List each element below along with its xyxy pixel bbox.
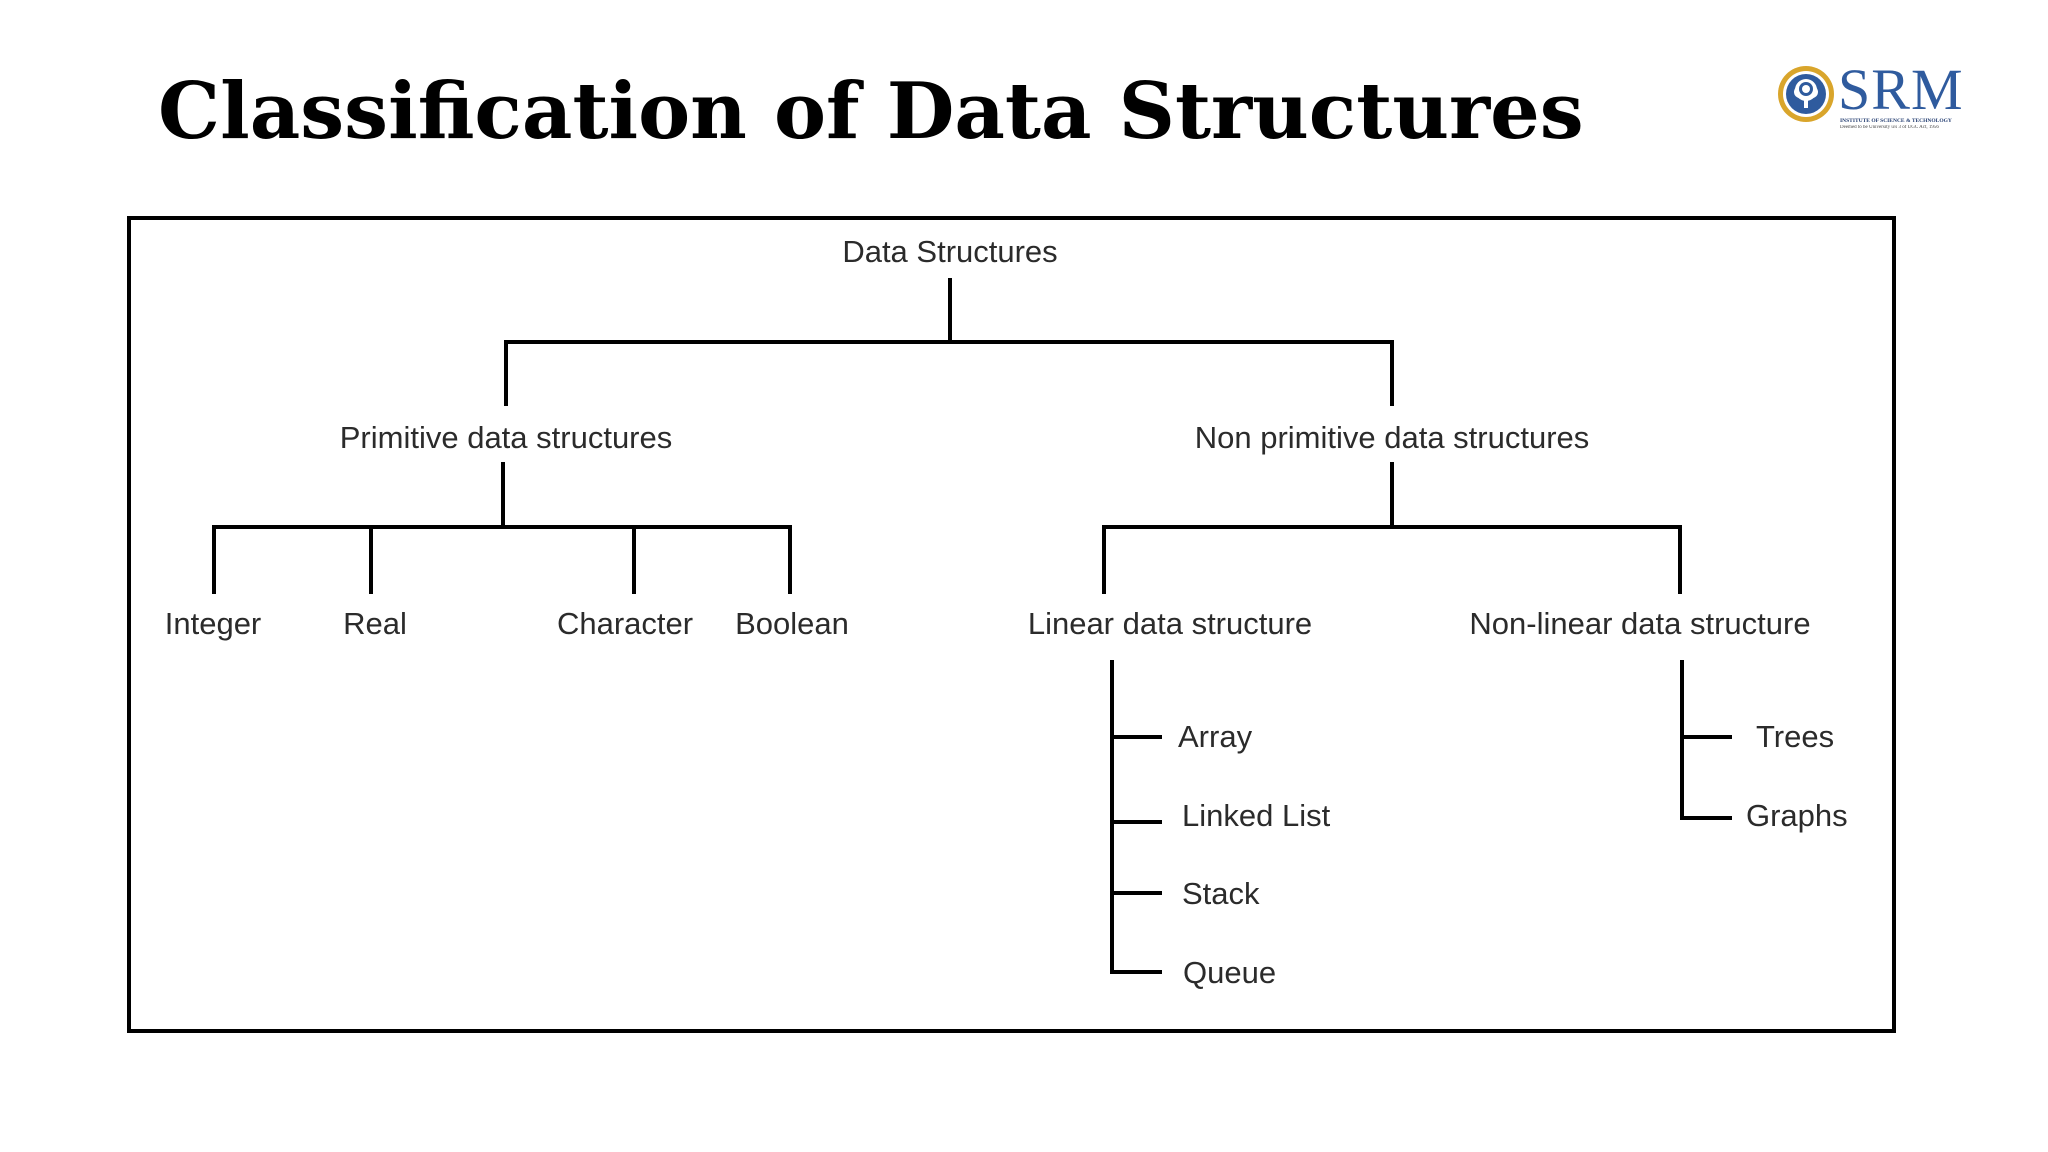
- node-primitive: Primitive data structures: [339, 420, 673, 455]
- node-graphs: Graphs: [1746, 798, 1848, 833]
- node-stack: Stack: [1182, 876, 1260, 911]
- node-real: Real: [343, 606, 407, 641]
- node-trees: Trees: [1756, 719, 1835, 754]
- node-non-primitive: Non primitive data structures: [1194, 420, 1590, 455]
- node-data-structures: Data Structures: [842, 234, 1058, 269]
- srm-logo: SRM INSTITUTE OF SCIENCE & TECHNOLOGY De…: [1776, 58, 1986, 134]
- node-character: Character: [556, 606, 694, 641]
- node-array: Array: [1178, 719, 1253, 754]
- node-queue: Queue: [1183, 955, 1277, 990]
- logo-tagline: Deemed to be University u/s 3 of UGC Act…: [1840, 125, 1939, 130]
- slide-title: Classification of Data Structures: [158, 66, 1584, 157]
- node-linked-list: Linked List: [1182, 798, 1331, 833]
- node-boolean: Boolean: [735, 606, 849, 641]
- logo-name: SRM: [1838, 57, 1964, 122]
- logo-subtitle: INSTITUTE OF SCIENCE & TECHNOLOGY: [1840, 118, 1952, 124]
- connector-linear-stem: [1110, 660, 1162, 974]
- diagram-frame: [127, 216, 1896, 1033]
- tree-seal-icon: [1778, 66, 1834, 122]
- node-non-linear: Non-linear data structure: [1469, 606, 1811, 641]
- connector-non-linear-stem: [1680, 660, 1732, 820]
- node-integer: Integer: [164, 606, 262, 641]
- node-linear: Linear data structure: [1027, 606, 1313, 641]
